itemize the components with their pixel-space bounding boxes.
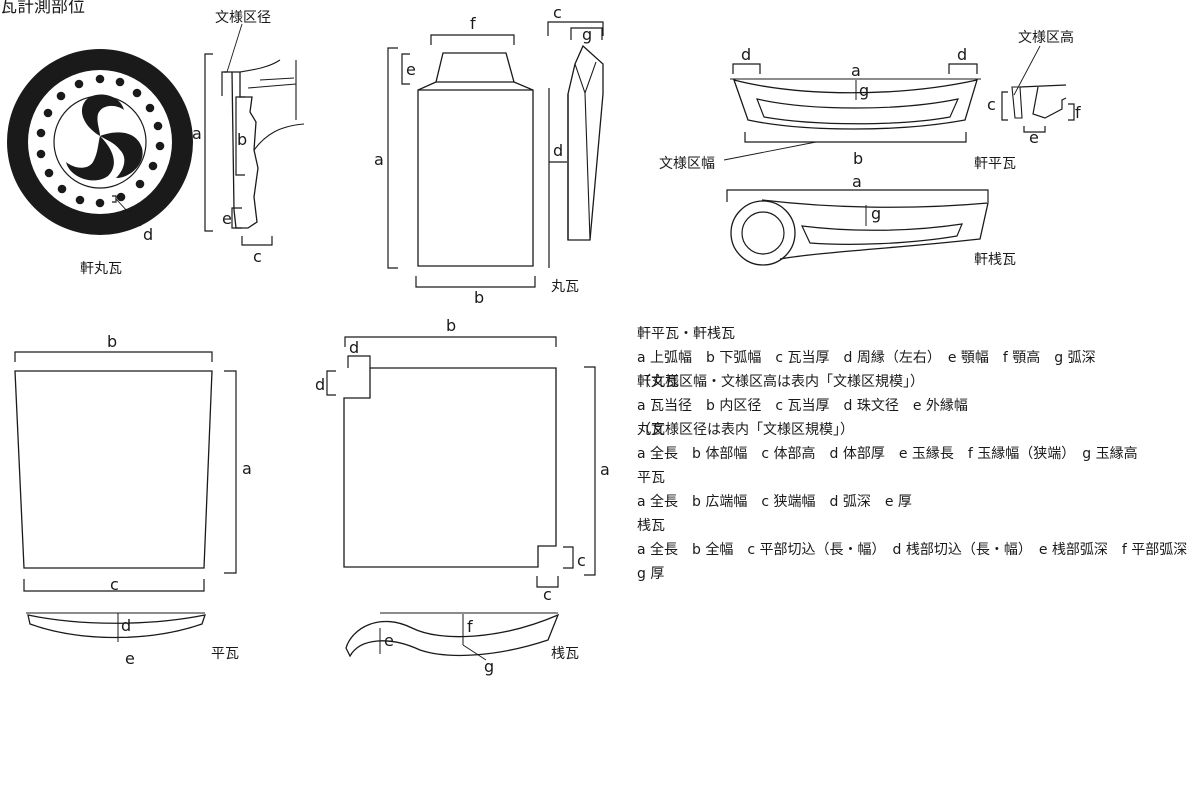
legend-group-nokihira: 軒平瓦・軒桟瓦 a 上弧幅 b 下弧幅 c 瓦当厚 d 周縁（左右） e 顎幅 … [637, 322, 1194, 390]
svg-text:c: c [987, 95, 996, 114]
legend-line: a 瓦当径 b 内区径 c 瓦当厚 d 珠文径 e 外縁幅 [637, 398, 968, 414]
svg-text:g: g [871, 204, 881, 223]
svg-text:a: a [852, 172, 862, 191]
legend-line: a 上弧幅 b 下弧幅 c 瓦当厚 d 周縁（左右） e 顎幅 f 顎高 g 弧… [637, 350, 1096, 366]
legend-line: g 厚 [637, 566, 665, 582]
svg-text:c: c [543, 585, 552, 604]
svg-text:a: a [600, 460, 610, 479]
legend-line: a 全長 b 全幅 c 平部切込（長・幅） d 桟部切込（長・幅） e 桟部弧深… [637, 542, 1188, 558]
legend-group-maru: 丸瓦 a 全長 b 体部幅 c 体部高 d 体部厚 e 玉縁長 f 玉縁幅（狭端… [637, 418, 1194, 462]
legend-line: a 全長 b 体部幅 c 体部高 d 体部厚 e 玉縁長 f 玉縁幅（狭端） g… [637, 446, 1138, 462]
svg-text:d: d [957, 45, 967, 64]
svg-text:g: g [859, 81, 869, 100]
svg-text:b: b [107, 332, 117, 351]
svg-text:e: e [384, 631, 394, 650]
tomoe-motif [66, 94, 143, 181]
nokisangawara-figure: a g 軒桟瓦 [726, 172, 1016, 268]
svg-text:f: f [1075, 103, 1081, 122]
svg-text:c: c [253, 247, 262, 266]
svg-text:g: g [484, 657, 494, 676]
svg-text:d: d [349, 338, 359, 357]
svg-text:b: b [474, 288, 484, 307]
nokihiragawara-label: 軒平瓦 [974, 156, 1016, 172]
legend-heading: 平瓦 [637, 470, 665, 486]
svg-text:d: d [741, 45, 751, 64]
pearl-dots [36, 74, 165, 208]
svg-text:a: a [192, 124, 202, 143]
svg-text:c: c [577, 551, 586, 570]
legend-heading: 桟瓦 [637, 518, 665, 534]
svg-text:b: b [853, 149, 863, 168]
svg-text:a: a [851, 61, 861, 80]
nokisangawara-label: 軒桟瓦 [974, 252, 1016, 268]
svg-text:e: e [406, 60, 416, 79]
nokihiragawara-figure: d d a g b 文様区幅 軒平瓦 c f e 文様区高 [659, 29, 1081, 172]
legend-line: （文様区幅・文様区高は表内「文様区規模」） [637, 374, 924, 390]
legend-group-hira: 平瓦 a 全長 b 広端幅 c 狭端幅 d 弧深 e 厚 [637, 466, 1194, 510]
svg-text:e: e [1029, 128, 1039, 147]
svg-text:e: e [125, 649, 135, 668]
svg-text:a: a [374, 150, 384, 169]
hiragawara-label: 平瓦 [211, 646, 239, 662]
legend-group-nokimaru: 軒丸瓦 a 瓦当径 b 内区径 c 瓦当厚 d 珠文径 e 外縁幅 （文様区径は… [637, 370, 1194, 438]
legend-heading: 軒丸瓦 [637, 374, 679, 390]
monyou-kukei-label: 文様区径 [215, 10, 271, 26]
monyou-kuhaba-label: 文様区幅 [659, 156, 715, 172]
svg-text:b: b [237, 130, 247, 149]
svg-text:b: b [446, 316, 456, 335]
svg-text:a: a [242, 459, 252, 478]
marugawara-figure: f e a b c g d 丸瓦 [374, 3, 604, 307]
svg-text:f: f [470, 14, 476, 33]
svg-text:d: d [553, 141, 563, 160]
svg-text:c: c [110, 575, 119, 594]
monyou-kudaka-label: 文様区高 [1018, 29, 1074, 46]
marugawara-label: 丸瓦 [551, 279, 579, 295]
legend-heading: 軒平瓦・軒桟瓦 [637, 326, 735, 342]
legend-group-san: 桟瓦 a 全長 b 全幅 c 平部切込（長・幅） d 桟部切込（長・幅） e 桟… [637, 514, 1194, 582]
nokimarugawara-label: 軒丸瓦 [80, 261, 122, 277]
sangawara-label: 桟瓦 [551, 646, 579, 662]
nokimarugawara-figure: d 軒丸瓦 a b e c 文様区径 [7, 10, 305, 277]
legend-line: （文様区径は表内「文様区規模」） [637, 422, 854, 438]
svg-text:g: g [582, 25, 592, 44]
svg-text:e: e [222, 209, 232, 228]
svg-text:d: d [121, 616, 131, 635]
page-title: 瓦計測部位 [0, 0, 85, 17]
legend-heading: 丸瓦 [637, 422, 665, 438]
svg-text:c: c [553, 3, 562, 22]
svg-text:d: d [143, 225, 153, 244]
legend-line: a 全長 b 広端幅 c 狭端幅 d 弧深 e 厚 [637, 494, 912, 510]
svg-text:f: f [467, 617, 473, 636]
svg-text:d: d [315, 375, 325, 394]
sangawara-figure: b d d a c c e f g 桟瓦 [315, 316, 610, 676]
measurement-legend: 軒平瓦・軒桟瓦 a 上弧幅 b 下弧幅 c 瓦当厚 d 周縁（左右） e 顎幅 … [637, 322, 1194, 582]
hiragawara-figure: b a c d e 平瓦 [14, 332, 252, 668]
